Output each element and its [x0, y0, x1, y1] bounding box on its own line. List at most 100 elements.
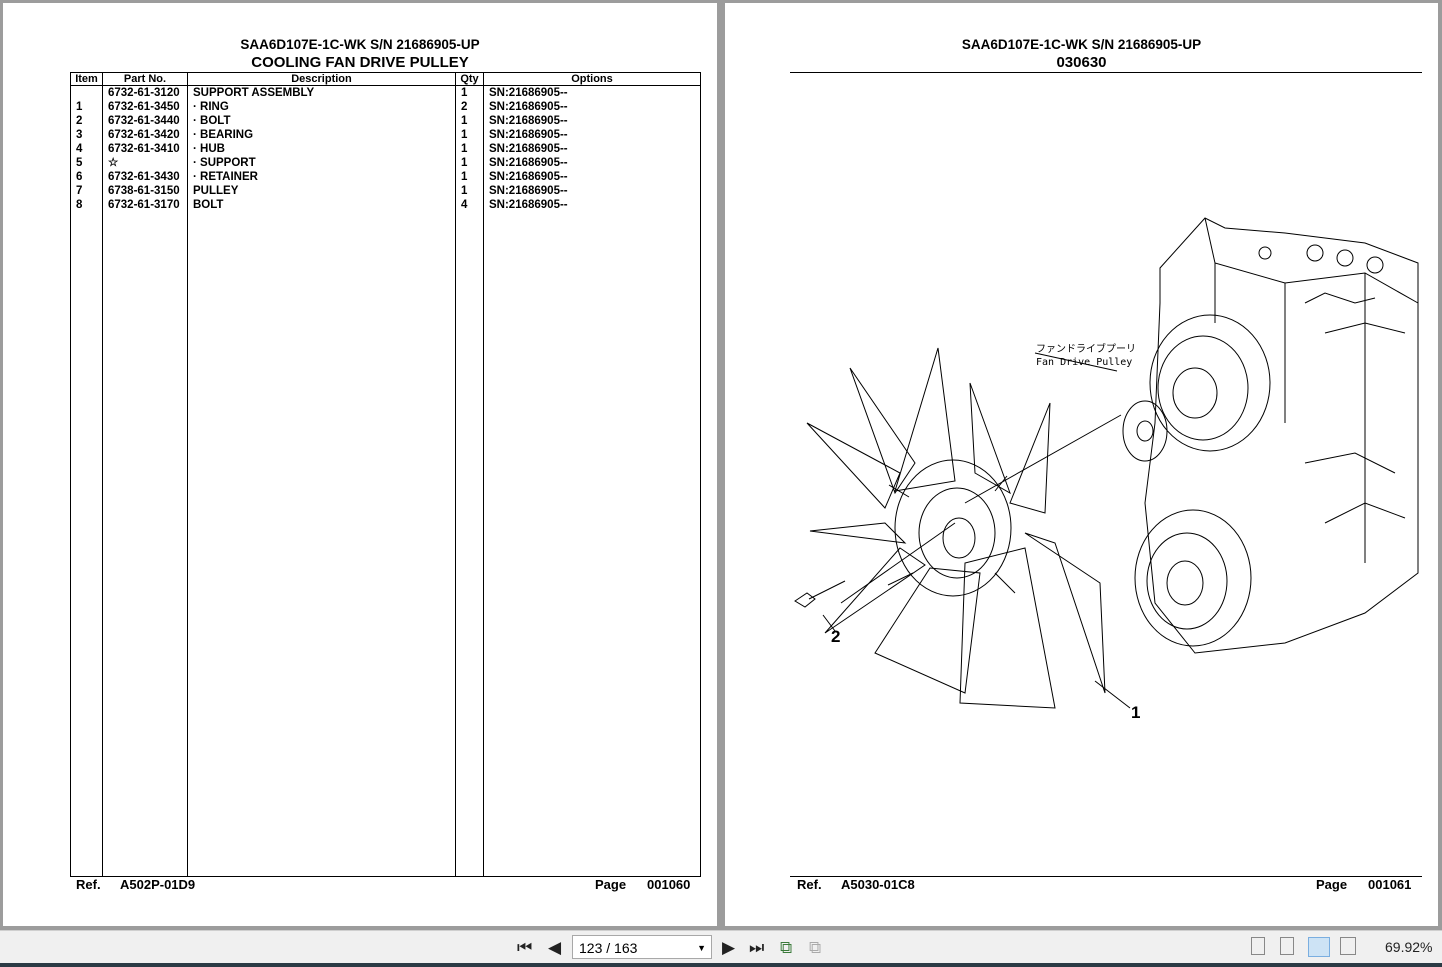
page-title: COOLING FAN DRIVE PULLEY	[251, 54, 469, 71]
ref-value: A502P-01D9	[120, 877, 196, 892]
cell-part: 6732-61-3170	[102, 198, 188, 212]
ref-label: Ref.	[76, 877, 101, 892]
cell-desc: · SUPPORT	[187, 156, 456, 170]
engine-illustration	[1122, 217, 1419, 654]
cell-part: 6732-61-3420	[102, 128, 188, 142]
cell-desc: · RING	[187, 100, 456, 114]
empty-cell	[455, 212, 484, 877]
divider	[790, 72, 1422, 73]
col-options: Options	[483, 72, 701, 86]
back-view-icon[interactable]: ⧉	[780, 938, 793, 957]
cell-desc: · RETAINER	[187, 170, 456, 184]
cell-opt: SN:21686905--	[483, 198, 701, 212]
parts-table: Item Part No. Description Qty Options 67…	[70, 72, 701, 877]
cell-qty: 1	[455, 156, 484, 170]
cell-opt: SN:21686905--	[483, 142, 701, 156]
item-label-2: 2	[831, 627, 841, 646]
last-page-icon[interactable]: ⏭	[749, 938, 765, 957]
item-label-1: 1	[1131, 703, 1141, 722]
cell-opt: SN:21686905--	[483, 184, 701, 198]
single-page-view-icon[interactable]	[1251, 937, 1265, 955]
cell-item: 7	[70, 184, 103, 198]
empty-cell	[70, 212, 103, 877]
two-page-continuous-view-icon[interactable]	[1340, 937, 1356, 955]
cell-part: 6732-61-3440	[102, 114, 188, 128]
cell-opt: SN:21686905--	[483, 156, 701, 170]
cell-item: 4	[70, 142, 103, 156]
cell-qty: 1	[455, 128, 484, 142]
viewer-toolbar: ⏮ ◀ 123 / 163▼ ▶ ⏭ ⧉ ⧉ 69.92%	[0, 930, 1442, 964]
figure-number: 030630	[1056, 54, 1107, 71]
cell-qty: 1	[455, 114, 484, 128]
cell-qty: 1	[455, 85, 484, 100]
cell-item	[70, 85, 103, 100]
cell-part: 6738-61-3150	[102, 184, 188, 198]
cell-desc: · BEARING	[187, 128, 456, 142]
cell-item: 5	[70, 156, 103, 170]
ref-label: Ref.	[797, 877, 822, 892]
model-heading: SAA6D107E-1C-WK S/N 21686905-UP	[240, 37, 480, 52]
col-part: Part No.	[102, 72, 188, 86]
first-page-icon[interactable]: ⏮	[517, 938, 533, 957]
taskbar-strip	[0, 963, 1442, 967]
cell-part: 6732-61-3410	[102, 142, 188, 156]
cell-opt: SN:21686905--	[483, 170, 701, 184]
exploded-diagram	[794, 217, 1419, 709]
empty-cell	[187, 212, 456, 877]
continuous-view-icon[interactable]	[1280, 937, 1294, 955]
cell-opt: SN:21686905--	[483, 85, 701, 100]
col-item: Item	[70, 72, 103, 86]
cell-part: 6732-61-3430	[102, 170, 188, 184]
leader-lines	[822, 352, 1131, 709]
cell-part: 6732-61-3120	[102, 85, 188, 100]
empty-cell	[483, 212, 701, 877]
table-filler	[70, 212, 701, 877]
cell-item: 6	[70, 170, 103, 184]
page-label: Page	[1316, 877, 1348, 892]
fan-illustration	[806, 347, 1106, 709]
divider	[790, 876, 1422, 877]
cell-qty: 1	[455, 170, 484, 184]
two-page-view-icon[interactable]	[1308, 937, 1330, 957]
forward-view-icon[interactable]: ⧉	[809, 938, 822, 957]
cell-qty: 1	[455, 184, 484, 198]
page-selector[interactable]: 123 / 163▼	[572, 935, 712, 959]
ref-value: A5030-01C8	[841, 877, 915, 892]
page-number: 001061	[1368, 877, 1412, 892]
cell-part: ☆	[102, 156, 188, 170]
previous-page-icon[interactable]: ◀	[548, 938, 562, 957]
cell-part: 6732-61-3450	[102, 100, 188, 114]
cell-desc: SUPPORT ASSEMBLY	[187, 85, 456, 100]
cell-desc: PULLEY	[187, 184, 456, 198]
chevron-down-icon[interactable]: ▼	[697, 943, 706, 953]
empty-cell	[102, 212, 188, 877]
zoom-level[interactable]: 69.92%	[1385, 939, 1433, 955]
cell-qty: 4	[455, 198, 484, 212]
cell-item: 8	[70, 198, 103, 212]
cell-opt: SN:21686905--	[483, 100, 701, 114]
cell-qty: 1	[455, 142, 484, 156]
cell-desc: BOLT	[187, 198, 456, 212]
cell-desc: · BOLT	[187, 114, 456, 128]
callout-japanese: ファンドライブプーリ	[1036, 344, 1136, 355]
cell-opt: SN:21686905--	[483, 114, 701, 128]
left-page: SAA6D107E-1C-WK S/N 21686905-UP COOLING …	[3, 3, 717, 926]
bolt-illustration	[794, 580, 846, 608]
page-label: Page	[595, 877, 627, 892]
col-description: Description	[187, 72, 456, 86]
cell-item: 3	[70, 128, 103, 142]
cell-item: 1	[70, 100, 103, 114]
next-page-icon[interactable]: ▶	[722, 938, 736, 957]
callout-english: Fan Drive Pulley	[1036, 357, 1133, 368]
cell-item: 2	[70, 114, 103, 128]
model-heading: SAA6D107E-1C-WK S/N 21686905-UP	[961, 37, 1202, 52]
fan-drive-pulley-callout: ファンドライブプーリ Fan Drive Pulley	[1036, 343, 1136, 369]
